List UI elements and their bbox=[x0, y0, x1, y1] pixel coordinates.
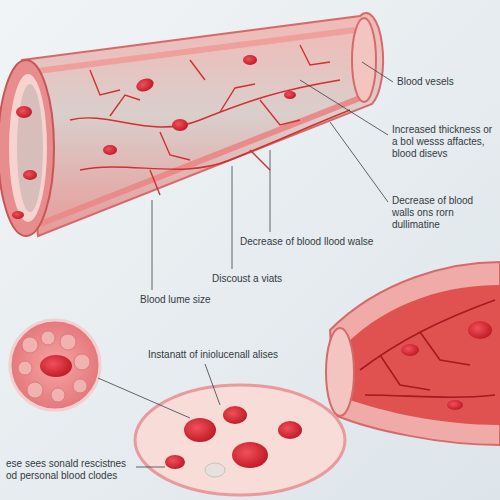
label-text: ese sees sonald rescistnes od personal b… bbox=[6, 458, 126, 481]
blood-vessel-open bbox=[326, 262, 500, 445]
label-text: Increased thickness or a bol wesss affac… bbox=[392, 124, 492, 159]
callout-label: Blood vesels bbox=[397, 76, 495, 88]
blood-vessel-top bbox=[0, 13, 383, 236]
label-text: Instanatt of iniolucenall alises bbox=[148, 349, 278, 360]
callout-label: Decrease of blood llood walse bbox=[240, 236, 400, 248]
label-text: Decrease of blood walls ons rorn dullima… bbox=[392, 195, 473, 230]
cell-inset bbox=[10, 320, 100, 410]
label-text: Decrease of blood llood walse bbox=[240, 236, 373, 247]
callout-label: Increased thickness or a bol wesss affac… bbox=[392, 124, 496, 160]
callout-label: Blood lume size bbox=[140, 294, 250, 306]
label-text: Blood vesels bbox=[397, 76, 454, 87]
label-text: Discoust a viats bbox=[212, 273, 282, 284]
callout-label: ese sees sonald rescistnes od personal b… bbox=[6, 458, 134, 482]
callout-label: Decrease of blood walls ons rorn dullima… bbox=[392, 195, 496, 231]
label-text: Blood lume size bbox=[140, 294, 211, 305]
callout-label: Instanatt of iniolucenall alises bbox=[148, 349, 348, 361]
cell-lens bbox=[135, 385, 345, 495]
leader-lines bbox=[98, 62, 393, 467]
callout-label: Discoust a viats bbox=[212, 273, 332, 285]
